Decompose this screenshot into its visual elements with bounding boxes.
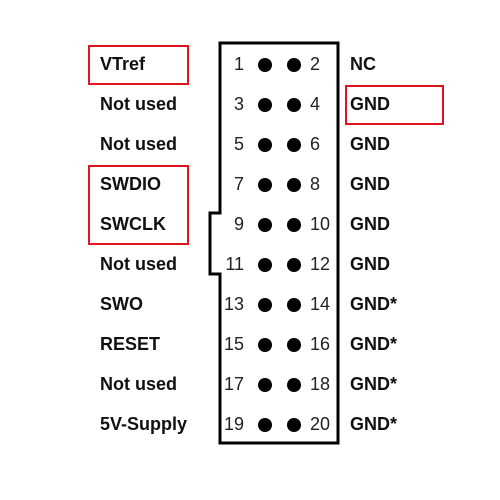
pin-12 [287,258,301,272]
pin-number-14: 14 [310,294,330,314]
left-label-row-1: VTref [100,54,146,74]
right-label-row-5: GND [350,214,390,234]
pin-9 [258,218,272,232]
left-label-row-10: 5V-Supply [100,414,187,434]
pin-number-10: 10 [310,214,330,234]
right-label-row-3: GND [350,134,390,154]
pin-17 [258,378,272,392]
pin-16 [287,338,301,352]
pin-number-17: 17 [224,374,244,394]
left-label-row-8: RESET [100,334,160,354]
pin-13 [258,298,272,312]
pin-14 [287,298,301,312]
pin-6 [287,138,301,152]
pin-19 [258,418,272,432]
pin-number-12: 12 [310,254,330,274]
highlight-box-left-2 [88,165,189,245]
pin-number-20: 20 [310,414,330,434]
pin-number-7: 7 [234,174,244,194]
highlight-box-left-1 [88,45,189,85]
left-label-row-7: SWO [100,294,143,314]
pin-2 [287,58,301,72]
pin-number-8: 8 [310,174,320,194]
pin-number-11: 11 [225,254,244,274]
pin-number-19: 19 [224,414,244,434]
pin-number-5: 5 [234,134,244,154]
left-label-row-9: Not used [100,374,177,394]
pin-number-16: 16 [310,334,330,354]
right-label-row-9: GND* [350,374,397,394]
right-label-row-2: GND [350,94,390,114]
right-label-row-4: GND [350,174,390,194]
left-label-row-5: SWCLK [100,214,166,234]
right-label-row-8: GND* [350,334,397,354]
right-label-row-6: GND [350,254,390,274]
highlight-boxes [88,45,444,245]
pin-number-4: 4 [310,94,320,114]
right-label-row-7: GND* [350,294,397,314]
left-label-row-6: Not used [100,254,177,274]
pin-5 [258,138,272,152]
connector-outline [208,41,340,445]
pin-1 [258,58,272,72]
left-label-row-3: Not used [100,134,177,154]
pin-11 [258,258,272,272]
left-label-row-4: SWDIO [100,174,161,194]
pin-number-3: 3 [234,94,244,114]
pin-3 [258,98,272,112]
highlight-box-right-1 [345,85,444,125]
pin-number-9: 9 [234,214,244,234]
pin-number-18: 18 [310,374,330,394]
pin-18 [287,378,301,392]
pin-number-1: 1 [234,54,244,74]
pin-7 [258,178,272,192]
pin-number-6: 6 [310,134,320,154]
left-label-row-2: Not used [100,94,177,114]
pin-number-2: 2 [310,54,320,74]
pin-15 [258,338,272,352]
pin-10 [287,218,301,232]
pin-8 [287,178,301,192]
pin-number-13: 13 [224,294,244,314]
pin-4 [287,98,301,112]
right-label-row-1: NC [350,54,376,74]
pin-number-15: 15 [224,334,244,354]
right-label-row-10: GND* [350,414,397,434]
pin-20 [287,418,301,432]
